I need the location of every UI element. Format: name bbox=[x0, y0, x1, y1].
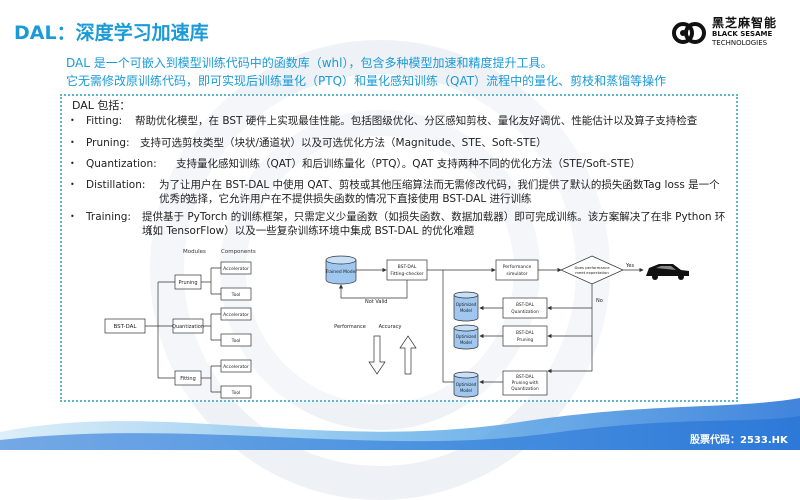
svg-text:BST-DAL: BST-DAL bbox=[516, 330, 535, 336]
svg-text:Tool: Tool bbox=[231, 292, 241, 298]
feature-description: 帮助优化模型，在 BST 硬件上实现最佳性能。包括图级优化、分区感知剪枝、量化友… bbox=[135, 115, 698, 127]
svg-text:Model: Model bbox=[460, 388, 472, 393]
svg-text:Pruning: Pruning bbox=[517, 337, 534, 343]
svg-text:BST-DAL: BST-DAL bbox=[516, 374, 535, 380]
svg-text:Pruning with: Pruning with bbox=[512, 380, 539, 386]
dal-pruning-quantization-node bbox=[502, 370, 548, 396]
svg-text:BST-DAL: BST-DAL bbox=[398, 264, 417, 270]
yes-label: Yes bbox=[625, 263, 634, 269]
svg-text:Fitting-checker: Fitting-checker bbox=[390, 271, 423, 277]
accuracy-label: Accuracy bbox=[379, 324, 402, 330]
optimized-model-node-2: Optimized Model bbox=[453, 324, 479, 350]
svg-text:Quantization: Quantization bbox=[511, 386, 539, 392]
component-accelerator bbox=[220, 359, 252, 373]
feature-term: Fitting: bbox=[86, 115, 123, 127]
performance-simulator-node bbox=[495, 259, 539, 281]
trained-model-node: Trained Model bbox=[324, 255, 357, 285]
svg-text:Does performance: Does performance bbox=[574, 265, 610, 270]
svg-text:Accelerator: Accelerator bbox=[223, 312, 249, 318]
feature-term: Training: bbox=[86, 211, 131, 223]
svg-text:Quantization: Quantization bbox=[172, 324, 204, 330]
intro-line-2: 它无需修改原训练代码，即可实现后训练量化（PTQ）和量化感知训练（QAT）流程中… bbox=[66, 74, 667, 88]
svg-text:Quantization: Quantization bbox=[511, 309, 539, 315]
svg-text:Optimized: Optimized bbox=[456, 302, 477, 307]
svg-text:simulator: simulator bbox=[506, 271, 527, 277]
svg-text:BST-DAL: BST-DAL bbox=[516, 302, 535, 308]
svg-text:Model: Model bbox=[460, 308, 472, 313]
stock-code: 股票代码：2533.HK bbox=[690, 435, 788, 446]
feature-description: 支持量化感知训练（QAT）和后训练量化（PTQ）。QAT 支持两种不同的优化方法… bbox=[176, 158, 641, 170]
intro-line-1: DAL 是一个可嵌入到模型训练代码中的函数库（whl），包含多种模型加速和精度提… bbox=[66, 56, 553, 70]
footer-wave bbox=[0, 398, 800, 450]
svg-text:Trained Model: Trained Model bbox=[324, 269, 356, 275]
bullet-icon: • bbox=[70, 138, 75, 147]
feature-description-cont: （如 TensorFlow）以及一些复杂训练环境中集成 BST-DAL 的优化难… bbox=[142, 225, 475, 237]
optimized-model-node-1: Optimized Model bbox=[453, 291, 479, 322]
svg-text:Optimized: Optimized bbox=[456, 382, 477, 387]
svg-text:Optimized: Optimized bbox=[456, 334, 477, 339]
bullet-icon: • bbox=[70, 212, 75, 221]
component-accelerator bbox=[220, 307, 252, 321]
svg-text:Tool: Tool bbox=[231, 390, 241, 396]
root-node-label: BST-DAL bbox=[114, 324, 138, 330]
dal-pruning-node bbox=[502, 325, 548, 347]
dal-architecture-diagram: Modules Components BST-DAL Pruning Quant… bbox=[104, 249, 689, 399]
logo-english-line2: TECHNOLOGIES bbox=[712, 39, 768, 47]
company-logo: 黑芝麻智能 BLACK SESAME TECHNOLOGIES bbox=[672, 12, 790, 52]
optimized-model-node-3: Optimized Model bbox=[453, 371, 479, 398]
feature-description: 为了让用户在 BST-DAL 中使用 QAT、剪枝或其他压缩算法而无需修改代码，… bbox=[159, 179, 720, 205]
svg-text:Tool: Tool bbox=[231, 338, 241, 344]
accuracy-up-arrow bbox=[399, 335, 417, 375]
feature-term: Pruning: bbox=[86, 137, 130, 149]
svg-text:Pruning: Pruning bbox=[178, 280, 197, 286]
dal-quantization-node bbox=[502, 297, 548, 319]
component-tool bbox=[220, 385, 252, 399]
feature-box bbox=[60, 94, 738, 402]
logo-english-line1: BLACK SESAME bbox=[712, 30, 773, 38]
feature-description: 提供基于 PyTorch 的训练框架，只需定义少量函数（如损失函数、数据加载器）… bbox=[142, 211, 726, 237]
svg-text:Model: Model bbox=[460, 340, 472, 345]
feature-description: 支持可选剪枝类型（块状/通道状）以及可选优化方法（Magnitude、STE、S… bbox=[140, 137, 547, 149]
feature-term: Distillation: bbox=[86, 179, 146, 191]
feature-term: Quantization: bbox=[86, 158, 157, 170]
component-tool bbox=[220, 333, 252, 347]
feature-description-cont: 选择，它允许用户在不提供损失函数的情况下直接使用 BST-DAL 进行训练 bbox=[187, 193, 532, 205]
svg-text:Accelerator: Accelerator bbox=[223, 266, 249, 272]
no-label: No bbox=[596, 298, 603, 304]
svg-text:Performance: Performance bbox=[503, 264, 532, 270]
performance-label: Performance bbox=[334, 324, 366, 330]
performance-down-arrow bbox=[368, 335, 386, 375]
svg-text:Accelerator: Accelerator bbox=[223, 364, 249, 370]
svg-text:meet expectation: meet expectation bbox=[575, 270, 609, 275]
logo-chinese-name: 黑芝麻智能 bbox=[712, 16, 778, 30]
feature-box-heading: DAL 包括： bbox=[72, 99, 131, 112]
bullet-icon: • bbox=[70, 180, 75, 189]
fitting-checker-node bbox=[386, 259, 428, 281]
bullet-icon: • bbox=[70, 116, 75, 125]
component-accelerator bbox=[220, 261, 252, 275]
components-label: Components bbox=[221, 249, 256, 255]
page-title: DAL：深度学习加速库 bbox=[14, 22, 209, 44]
not-valid-label: Not Valid bbox=[365, 299, 387, 305]
svg-text:Fitting: Fitting bbox=[180, 376, 196, 382]
bullet-icon: • bbox=[70, 159, 75, 168]
car-icon bbox=[646, 264, 689, 280]
modules-label: Modules bbox=[183, 249, 206, 255]
component-tool bbox=[220, 287, 252, 301]
logo-icon bbox=[672, 22, 706, 44]
